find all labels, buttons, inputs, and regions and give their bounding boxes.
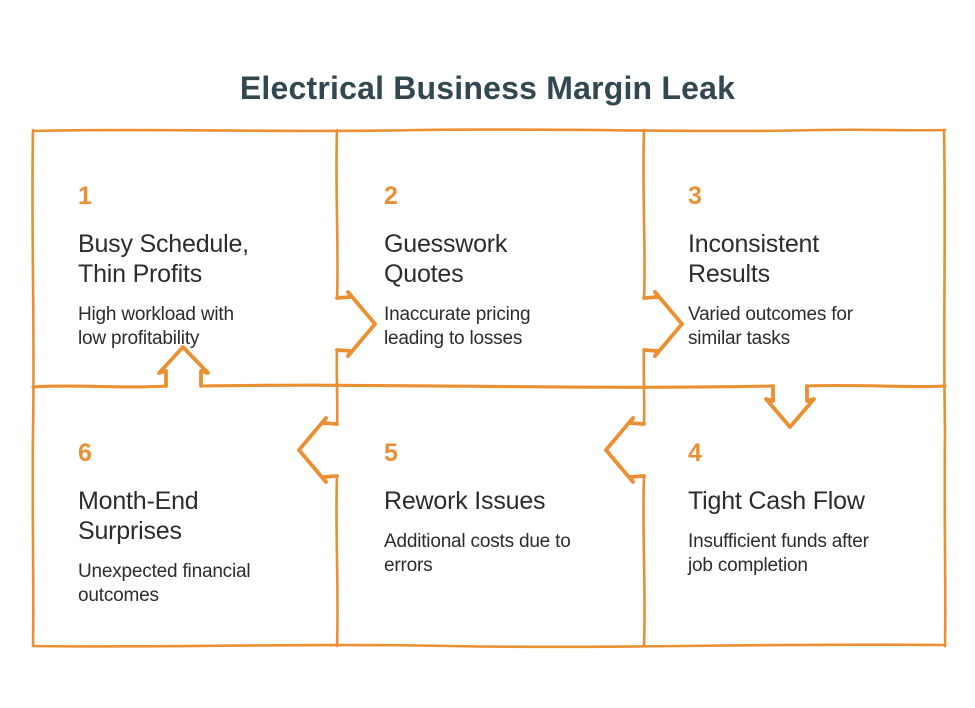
cell-step-3: 3 Inconsistent Results Varied outcomes f… (688, 184, 936, 351)
step-heading: Busy Schedule, Thin Profits (78, 230, 249, 288)
frame-right-border (942, 128, 947, 648)
step-number: 5 (384, 439, 398, 467)
divider-col1-col2 (335, 128, 339, 648)
frame-left-border (31, 128, 35, 648)
arrow-step3-to-step4 (764, 384, 816, 429)
cell-step-4: 4 Tight Cash Flow Insufficient funds aft… (688, 441, 938, 578)
cell-step-5: 5 Rework Issues Additional costs due to … (384, 441, 636, 578)
step-heading: Guesswork Quotes (384, 230, 508, 288)
step-description: Inaccurate pricing leading to losses (384, 304, 531, 349)
step-number: 4 (688, 439, 702, 467)
step-number: 1 (78, 182, 92, 210)
divider-row1-row2 (31, 383, 947, 389)
step-number: 6 (78, 439, 92, 467)
step-heading: Inconsistent Results (688, 230, 820, 288)
step-number: 2 (384, 182, 398, 210)
cell-step-6: 6 Month-End Surprises Unexpected financi… (78, 441, 323, 608)
step-description: Additional costs due to errors (384, 531, 571, 576)
frame-bottom-border (31, 643, 947, 649)
step-number: 3 (688, 182, 702, 210)
step-description: Insufficient funds after job completion (688, 531, 869, 576)
step-description: High workload with low profitability (78, 304, 234, 349)
step-heading: Tight Cash Flow (688, 487, 865, 515)
page-title: Electrical Business Margin Leak (239, 70, 736, 106)
arrow-step2-to-step3 (642, 290, 684, 358)
arrow-step1-to-step2 (335, 290, 377, 358)
arrow-step4-to-step5 (604, 416, 646, 484)
frame-top-border (31, 128, 947, 133)
arrow-step5-to-step6 (297, 416, 339, 484)
cell-step-2: 2 Guesswork Quotes Inaccurate pricing le… (384, 184, 636, 351)
step-description: Varied outcomes for similar tasks (688, 304, 853, 349)
step-heading: Month-End Surprises (78, 487, 199, 545)
arrow-step6-to-step1 (157, 345, 210, 388)
step-description: Unexpected financial outcomes (78, 561, 251, 606)
cell-step-1: 1 Busy Schedule, Thin Profits High workl… (78, 184, 323, 351)
step-heading: Rework Issues (384, 487, 546, 515)
